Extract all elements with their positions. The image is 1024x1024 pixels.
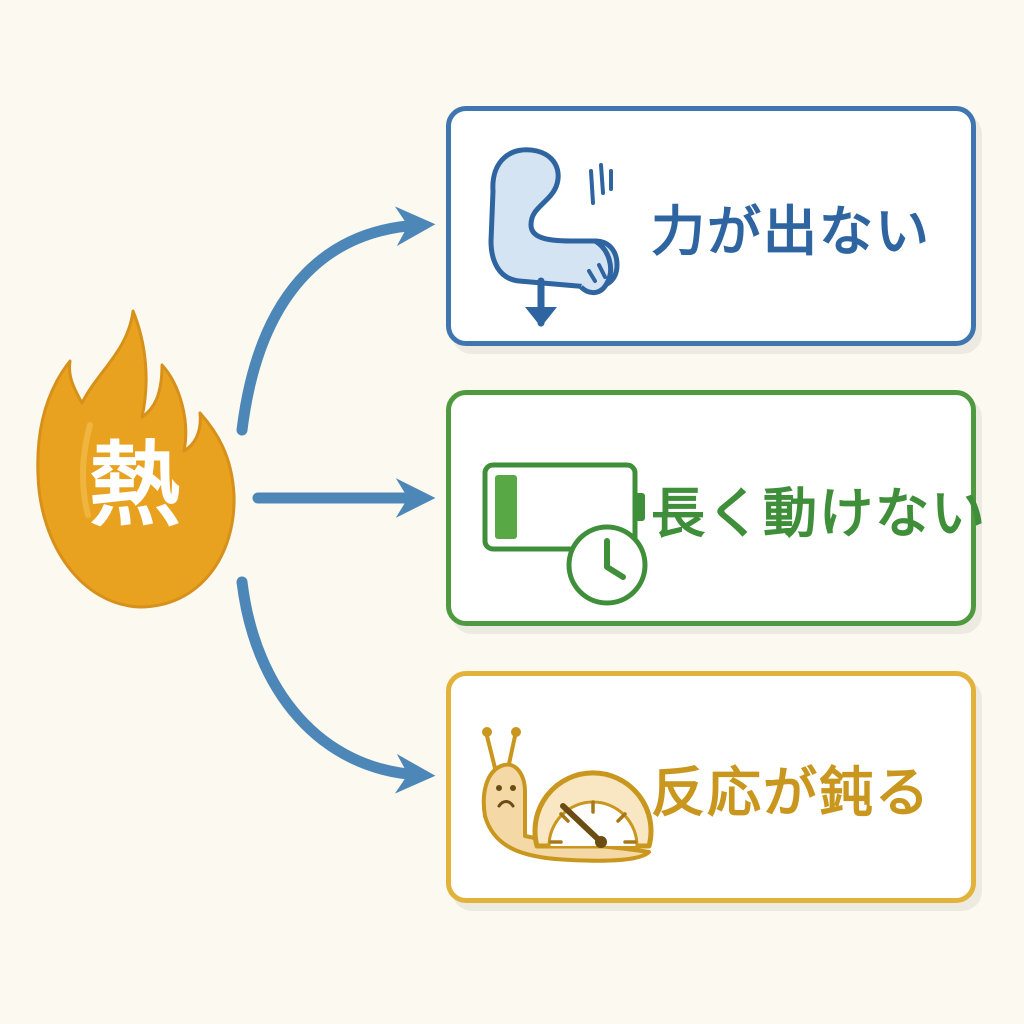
source-label: 熱 xyxy=(88,432,181,539)
heat-source: 熱 xyxy=(30,305,240,625)
effect-card-1: 力が出ない xyxy=(446,106,976,346)
effect-label-1: 力が出ない xyxy=(651,199,931,263)
low-battery-clock-icon xyxy=(482,462,648,606)
weak-arm-icon xyxy=(488,147,620,327)
arrow-to-effect-3 xyxy=(236,576,436,794)
flame-icon xyxy=(36,309,236,609)
arrow-to-effect-1 xyxy=(236,206,436,436)
effect-label-2: 長く動けない xyxy=(651,481,987,545)
effect-card-2: 長く動けない xyxy=(446,390,987,626)
effect-label-3: 反応が鈍る xyxy=(651,760,931,824)
snail-speedometer-icon xyxy=(481,727,654,863)
effect-card-3: 反応が鈍る xyxy=(446,671,976,903)
